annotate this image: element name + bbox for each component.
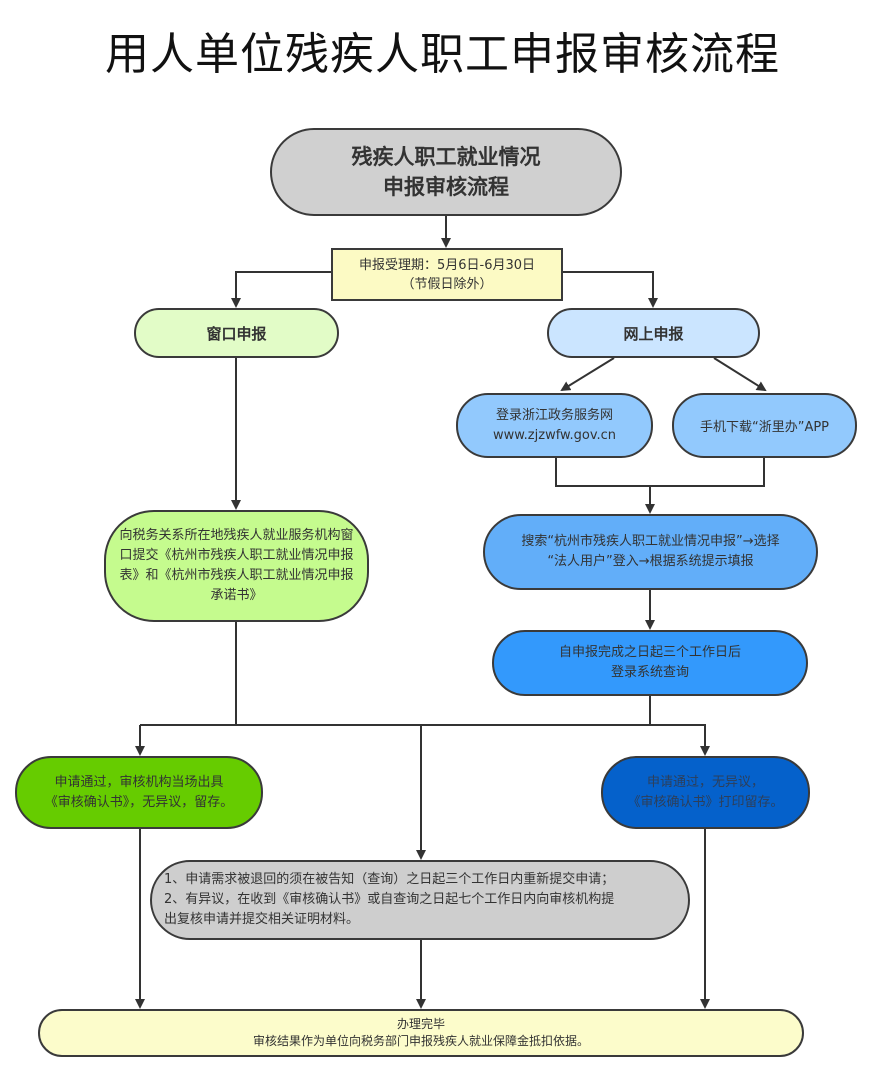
acceptance-period-node: 申报受理期：5月6日-6月30日 （节假日除外） <box>331 248 563 301</box>
window-declaration-node: 窗口申报 <box>134 308 339 358</box>
arrow-period-to-window <box>231 271 331 308</box>
arrow-bus-to-pass-online <box>650 724 710 756</box>
web-login-node: 登录浙江政务服务网 www.zjzwfw.gov.cn <box>456 393 653 458</box>
pass-online-node: 申请通过，无异议， 《审核确认书》打印留存。 <box>601 756 810 829</box>
arrow-online-to-app <box>713 357 767 392</box>
online-query-node: 自申报完成之日起三个工作日后 登录系统查询 <box>492 630 808 696</box>
connector-web-app-merge <box>555 458 765 487</box>
notes-node: 1、申请需求被退回的须在被告知（查询）之日起三个工作日内重新提交申请； 2、有异… <box>150 860 690 940</box>
arrow-period-to-online <box>563 271 658 308</box>
window-submit-node: 向税务关系所在地残疾人就业服务机构窗口提交《杭州市残疾人职工就业情况申报表》和《… <box>104 510 369 622</box>
arrow-online-to-web <box>560 357 615 392</box>
done-node: 办理完毕 审核结果作为单位向税务部门申报残疾人就业保障金抵扣依据。 <box>38 1009 804 1057</box>
online-search-node: 搜索“杭州市残疾人职工就业情况申报”→选择 “法人用户”登入→根据系统提示填报 <box>483 514 818 590</box>
page-title: 用人单位残疾人职工申报审核流程 <box>105 29 780 80</box>
app-download-node: 手机下载“浙里办”APP <box>672 393 857 458</box>
start-node: 残疾人职工就业情况 申报审核流程 <box>270 128 622 216</box>
online-declaration-node: 网上申报 <box>547 308 760 358</box>
pass-window-node: 申请通过，审核机构当场出具 《审核确认书》，无异议，留存。 <box>15 756 263 829</box>
